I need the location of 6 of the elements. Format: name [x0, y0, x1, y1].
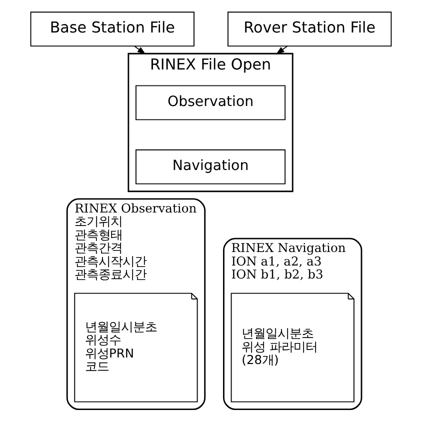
node-box: Rover Station File	[227, 12, 392, 47]
node-box: Observation	[135, 85, 286, 120]
arrow	[133, 46, 146, 54]
node-box: Navigation	[135, 149, 286, 184]
node-box: Base Station File	[30, 12, 194, 47]
arrow	[275, 46, 288, 54]
